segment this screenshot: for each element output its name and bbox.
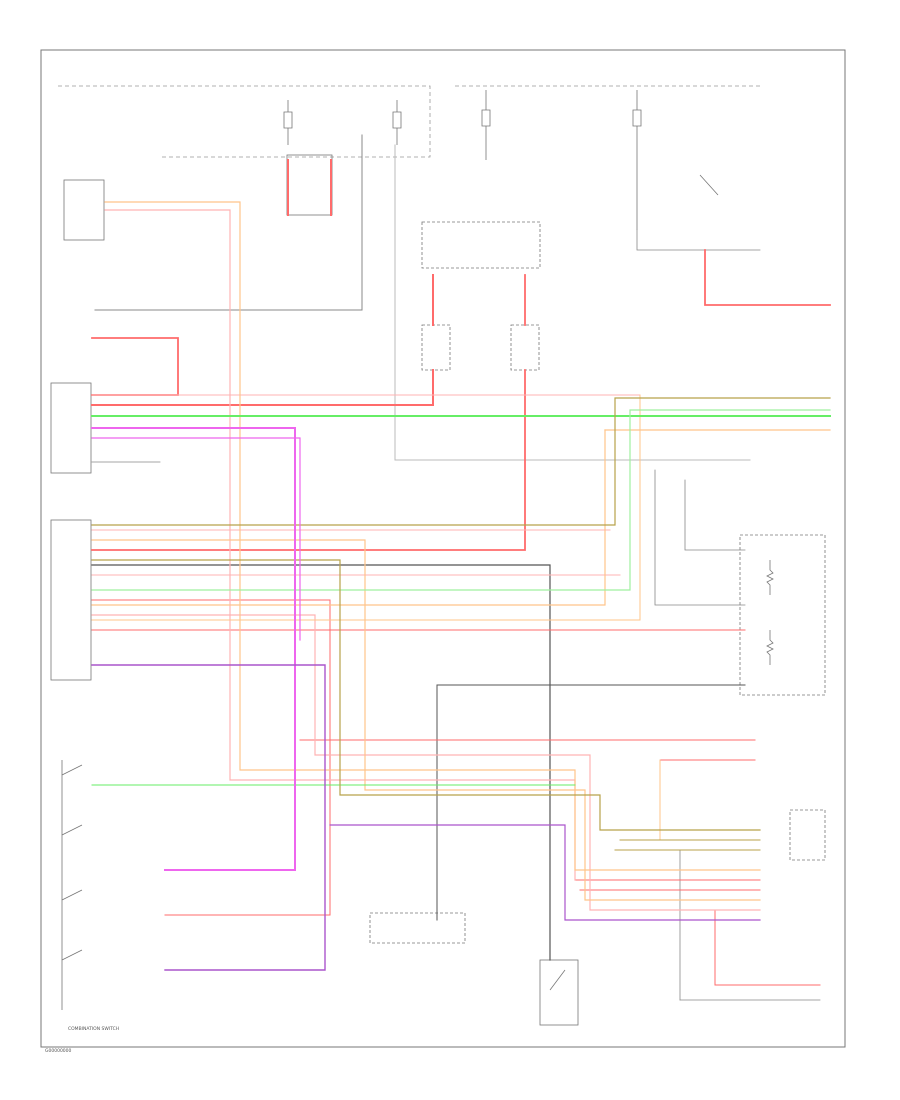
wire-red-12 — [91, 599, 331, 916]
footer-code: G00000000 — [45, 1048, 72, 1054]
fuse-right-1 — [481, 90, 491, 160]
diagram-frame — [40, 49, 846, 1048]
wire-olive-2 — [91, 559, 761, 831]
wire-orange-3 — [91, 429, 606, 606]
component-relay-2 — [510, 324, 540, 371]
wire-magenta-2 — [91, 437, 301, 641]
wire-gray-1 — [394, 144, 751, 461]
component-bottom-switch — [539, 959, 579, 1026]
wire-orange-1 — [104, 201, 761, 871]
wire-gray-8 — [654, 469, 746, 606]
component-ecu-upper — [50, 382, 92, 474]
wire-pink-2 — [91, 614, 761, 911]
wire-red-7 — [704, 249, 831, 306]
wire-red-13 — [714, 909, 821, 986]
wire-purple-2 — [329, 824, 761, 921]
component-right-connector — [789, 809, 826, 861]
wire-gray-2 — [94, 134, 363, 311]
wire-purple-1 — [91, 664, 326, 971]
wire-orange-6 — [91, 394, 641, 621]
component-left-module — [63, 179, 105, 241]
wires — [91, 134, 831, 1001]
wire-green-2 — [91, 409, 831, 591]
fuse-mid — [392, 100, 402, 145]
component-right-module — [739, 534, 826, 696]
footer-caption: COMBINATION SWITCH — [68, 1026, 119, 1032]
component-ecu-main — [50, 519, 92, 681]
wire-red-8 — [91, 337, 179, 396]
wire-gray-7 — [684, 479, 746, 551]
wire-magenta-1 — [91, 427, 296, 871]
small-labels: G00000000 COMBINATION SWITCH — [45, 1026, 119, 1054]
component-relay-box — [421, 221, 541, 269]
wire-orange-2 — [91, 539, 761, 901]
wire-olive-1 — [91, 397, 831, 526]
wire-red-5 — [91, 369, 526, 551]
combination-switch-symbols — [61, 174, 719, 1010]
wire-red-3 — [91, 369, 434, 406]
fuse-box-outline — [58, 85, 431, 158]
fuse-right-2 — [632, 90, 642, 230]
component-fuse-block — [286, 154, 333, 216]
resistor-symbols — [766, 560, 774, 665]
component-bottom-switch-box — [369, 912, 466, 944]
component-relay-1 — [421, 324, 451, 371]
fuse-left — [283, 100, 293, 145]
wire-gray-6 — [636, 229, 761, 251]
wire-gray-3 — [91, 564, 551, 961]
